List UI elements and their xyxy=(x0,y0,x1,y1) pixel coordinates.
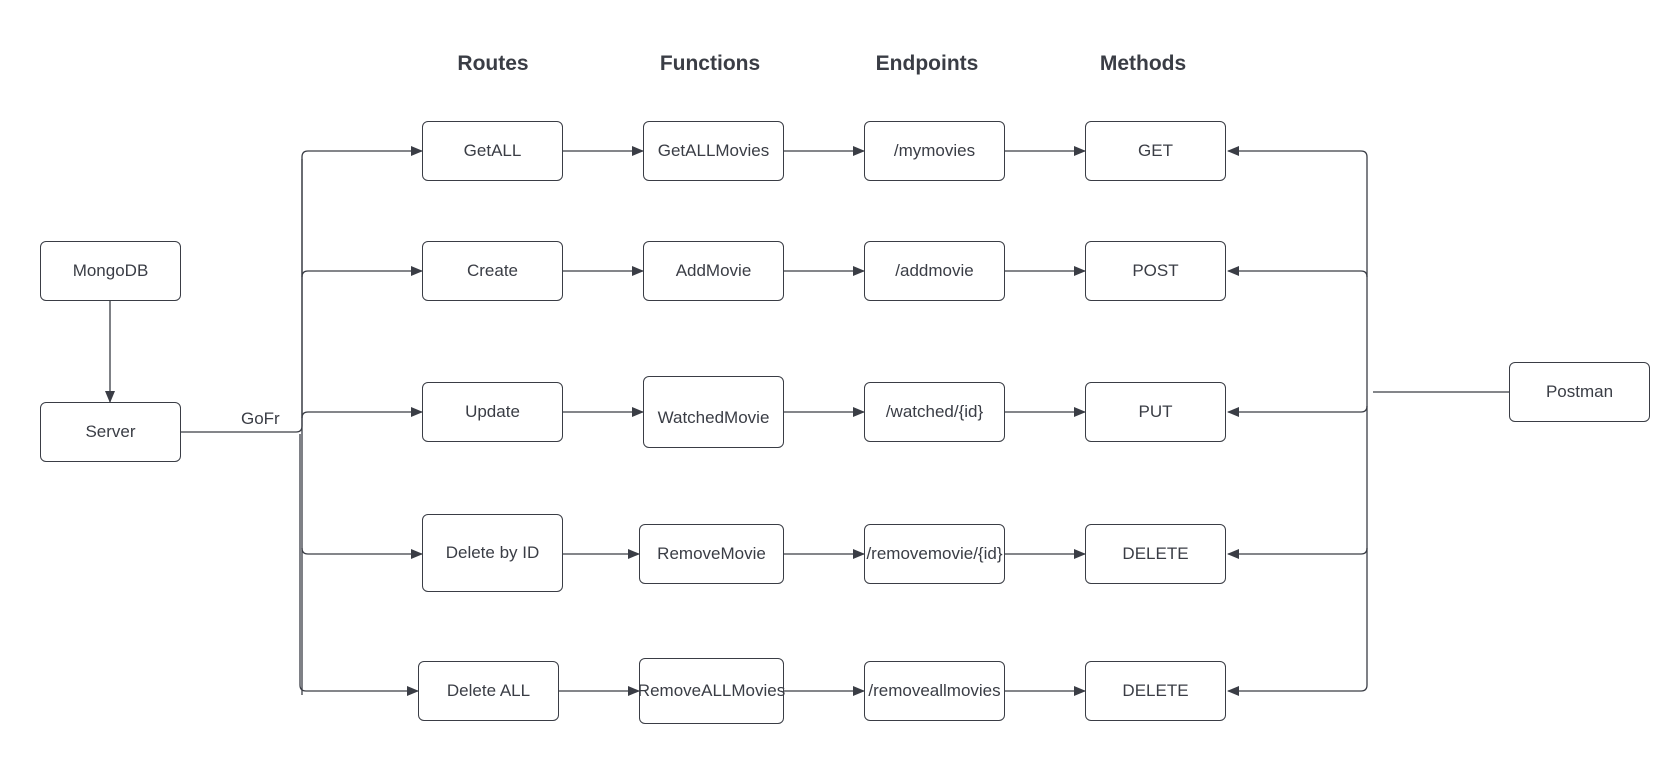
server-to-delete-all-arrow xyxy=(299,434,419,696)
server-node[interactable]: Server xyxy=(40,402,181,462)
function-node-getallmovies[interactable]: GetALLMovies xyxy=(643,121,784,181)
server-to-create-arrow xyxy=(301,266,423,278)
functions-header: Functions xyxy=(659,52,761,75)
endpoint-node-removeallmovies[interactable]: /removeallmovies xyxy=(864,661,1005,721)
server-to-delete-by-id-arrow xyxy=(301,547,423,559)
endpoint-node-addmovie[interactable]: /addmovie xyxy=(864,241,1005,301)
postman-to-put-arrow xyxy=(1227,405,1368,417)
function-node-removeallmovies[interactable]: RemoveALLMovies xyxy=(638,658,785,724)
method-node-delete-by-id[interactable]: DELETE xyxy=(1085,524,1226,584)
mongodb-node[interactable]: MongoDB xyxy=(40,241,181,301)
postman-to-delete-by-id-arrow xyxy=(1227,547,1368,559)
postman-to-post-arrow xyxy=(1227,266,1368,278)
endpoints-header: Endpoints xyxy=(875,52,979,75)
server-to-getall-arrow xyxy=(295,146,423,433)
postman-to-delete-all-arrow xyxy=(1227,684,1368,696)
routes-header: Routes xyxy=(457,52,529,75)
route-node-update[interactable]: Update xyxy=(422,382,563,442)
route-node-create[interactable]: Create xyxy=(422,241,563,301)
endpoint-node-mymovies[interactable]: /mymovies xyxy=(864,121,1005,181)
function-node-removemovie[interactable]: RemoveMovie xyxy=(639,524,784,584)
postman-node[interactable]: Postman xyxy=(1509,362,1650,422)
method-node-put[interactable]: PUT xyxy=(1085,382,1226,442)
function-node-watchedmovie[interactable]: WatchedMovie xyxy=(643,376,784,448)
server-to-update-arrow xyxy=(301,407,423,419)
method-node-get[interactable]: GET xyxy=(1085,121,1226,181)
method-node-post[interactable]: POST xyxy=(1085,241,1226,301)
route-node-delete-by-id[interactable]: Delete by ID xyxy=(422,514,563,592)
endpoint-node-removemovie[interactable]: /removemovie/{id} xyxy=(864,524,1005,584)
route-node-getall[interactable]: GetALL xyxy=(422,121,563,181)
postman-to-get-arrow xyxy=(1227,146,1368,158)
endpoint-node-watched[interactable]: /watched/{id} xyxy=(864,382,1005,442)
function-node-addmovie[interactable]: AddMovie xyxy=(643,241,784,301)
route-node-delete-all[interactable]: Delete ALL xyxy=(418,661,559,721)
method-node-delete-all[interactable]: DELETE xyxy=(1085,661,1226,721)
gofr-label: GoFr xyxy=(241,409,280,428)
methods-header: Methods xyxy=(1099,52,1187,75)
